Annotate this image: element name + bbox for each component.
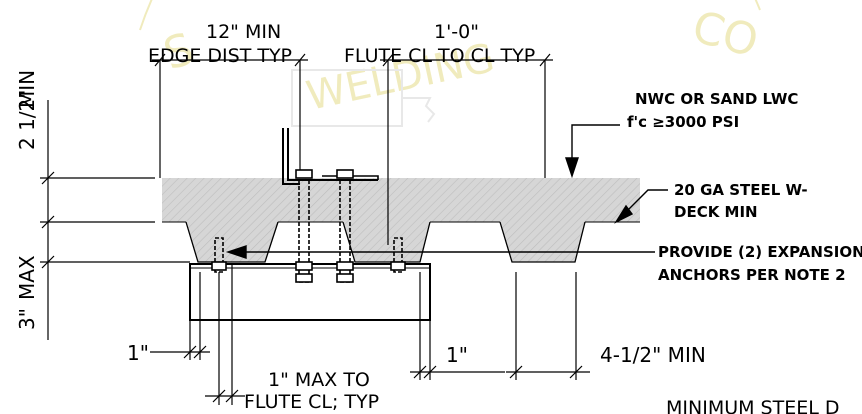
svg-text:MAX: MAX — [15, 255, 39, 300]
flute-spacing-label: 1'-0" — [434, 21, 479, 43]
leader-lines — [225, 124, 668, 259]
detail-title-fragment: MINIMUM STEEL D — [666, 397, 839, 414]
flute-spacing-sublabel: FLUTE CL TO CL TYP — [344, 45, 535, 67]
slab-thickness-label: 2 1/2" MIN — [15, 70, 39, 150]
concrete-slab — [162, 178, 640, 263]
dimension-lines — [40, 53, 590, 405]
svg-text:MIN: MIN — [15, 70, 39, 108]
anchor-callout-line2: ANCHORS PER NOTE 2 — [658, 266, 846, 284]
right-offset-label: 1" — [446, 343, 468, 367]
deck-callout-line1: 20 GA STEEL W- — [674, 181, 808, 199]
svg-text:CO: CO — [687, 1, 763, 67]
concrete-callout-line2: f'c ≥3000 PSI — [627, 113, 739, 131]
deck-depth-label: 3" MAX — [15, 255, 39, 330]
svg-text:2 1/2": 2 1/2" — [15, 90, 39, 150]
svg-text:3": 3" — [15, 308, 39, 330]
left-offset-label: 1" — [127, 341, 149, 365]
concrete-callout-line1: NWC OR SAND LWC — [635, 90, 798, 108]
max-to-flute-label: 1" MAX TO — [268, 369, 370, 391]
flute-bottom-width-label: 4-1/2" MIN — [600, 343, 706, 367]
anchor-callout-line1: PROVIDE (2) EXPANSION — [658, 243, 862, 261]
deck-callout-line2: DECK MIN — [674, 203, 758, 221]
expansion-anchors — [211, 237, 406, 273]
edge-dist-label: 12" MIN — [206, 21, 281, 43]
max-to-flute-sublabel: FLUTE CL; TYP — [244, 391, 379, 413]
through-bolts — [295, 169, 354, 283]
edge-dist-sublabel: EDGE DIST TYP — [148, 45, 292, 67]
